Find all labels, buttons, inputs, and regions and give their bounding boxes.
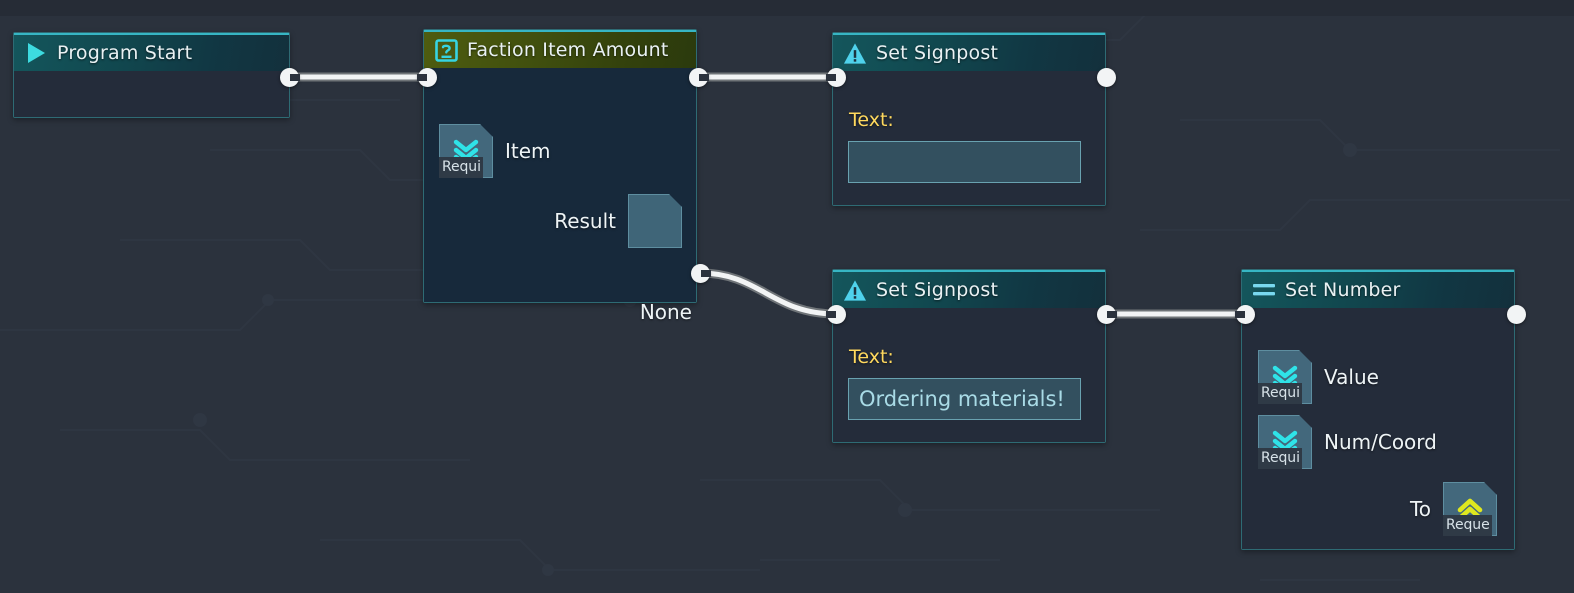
- port-set-number-output[interactable]: [1507, 305, 1526, 324]
- warning-triangle-icon: [843, 278, 867, 302]
- slot-icon-box-to[interactable]: Reque: [1443, 482, 1497, 536]
- field-label-text-bottom: Text:: [849, 346, 894, 368]
- port-signpost-top-input[interactable]: [826, 68, 846, 87]
- node-header-set-signpost-bottom[interactable]: Set Signpost: [833, 270, 1105, 308]
- node-body-set-number: Requi Value Requi Num/Coord To: [1242, 308, 1514, 549]
- slot-tag-to: Reque: [1443, 515, 1492, 536]
- port-faction-output-none[interactable]: [691, 264, 711, 283]
- node-program-start[interactable]: Program Start: [13, 32, 290, 118]
- play-triangle-icon: [24, 41, 48, 65]
- slot-icon-box-num-coord[interactable]: Requi: [1258, 415, 1312, 469]
- node-title-set-signpost-top: Set Signpost: [876, 42, 999, 64]
- slot-to[interactable]: To Reque: [1410, 482, 1497, 536]
- slot-result[interactable]: Result: [554, 194, 682, 248]
- slot-item[interactable]: Requi Item: [439, 124, 551, 178]
- warning-triangle-icon: [843, 41, 867, 65]
- port-signpost-top-output[interactable]: [1097, 68, 1116, 87]
- port-faction-output-top[interactable]: [689, 68, 709, 87]
- port-program-start-output[interactable]: [280, 68, 300, 87]
- node-set-signpost-top[interactable]: Set Signpost Text:: [832, 32, 1106, 206]
- node-set-number[interactable]: Set Number Requi Value: [1241, 269, 1515, 550]
- port-signpost-bottom-input[interactable]: [826, 305, 846, 324]
- slot-none-output[interactable]: None: [640, 300, 692, 324]
- wire-faction-none-to-signpost-bottom: [695, 268, 841, 319]
- slot-num-coord[interactable]: Requi Num/Coord: [1258, 415, 1437, 469]
- query-card-icon: [434, 38, 458, 62]
- slot-tag-item: Requi: [439, 157, 483, 178]
- node-title-set-number: Set Number: [1285, 279, 1401, 301]
- node-title-set-signpost-bottom: Set Signpost: [876, 279, 999, 301]
- node-title-faction-item-amount: Faction Item Amount: [467, 39, 669, 61]
- port-faction-input[interactable]: [417, 68, 437, 87]
- node-header-program-start[interactable]: Program Start: [14, 33, 289, 71]
- node-set-signpost-bottom[interactable]: Set Signpost Text: Ordering materials!: [832, 269, 1106, 443]
- slot-icon-box-value[interactable]: Requi: [1258, 350, 1312, 404]
- slot-label-result: Result: [554, 209, 616, 233]
- top-edge-band: [0, 0, 1574, 16]
- slot-icon-box-item[interactable]: Requi: [439, 124, 493, 178]
- slot-tag-num-coord: Requi: [1258, 448, 1302, 469]
- node-header-set-number[interactable]: Set Number: [1242, 270, 1514, 308]
- node-title-program-start: Program Start: [57, 42, 193, 64]
- slot-label-num-coord: Num/Coord: [1324, 430, 1437, 454]
- slot-label-none: None: [639, 300, 692, 324]
- node-header-faction-item-amount[interactable]: Faction Item Amount: [424, 30, 696, 68]
- node-header-set-signpost-top[interactable]: Set Signpost: [833, 33, 1105, 71]
- slot-label-item: Item: [505, 139, 551, 163]
- node-body-faction-item-amount: Requi Item Result None: [424, 68, 696, 324]
- text-input-signpost-top[interactable]: [848, 141, 1081, 183]
- port-set-number-input[interactable]: [1235, 305, 1255, 324]
- text-input-signpost-bottom[interactable]: Ordering materials!: [848, 378, 1081, 420]
- field-label-text-top: Text:: [849, 109, 894, 131]
- slot-label-value: Value: [1324, 365, 1379, 389]
- slot-value[interactable]: Requi Value: [1258, 350, 1379, 404]
- node-body-set-signpost-bottom: Text: Ordering materials!: [833, 308, 1105, 442]
- slot-label-to: To: [1409, 497, 1431, 521]
- node-body-set-signpost-top: Text:: [833, 71, 1105, 205]
- port-signpost-bottom-output[interactable]: [1097, 305, 1117, 324]
- equals-bars-icon: [1252, 278, 1276, 302]
- node-faction-item-amount[interactable]: Faction Item Amount Requi Item Result: [423, 29, 697, 324]
- slot-tag-value: Requi: [1258, 383, 1302, 404]
- node-body-program-start: [14, 71, 289, 117]
- slot-icon-box-result[interactable]: [628, 194, 682, 248]
